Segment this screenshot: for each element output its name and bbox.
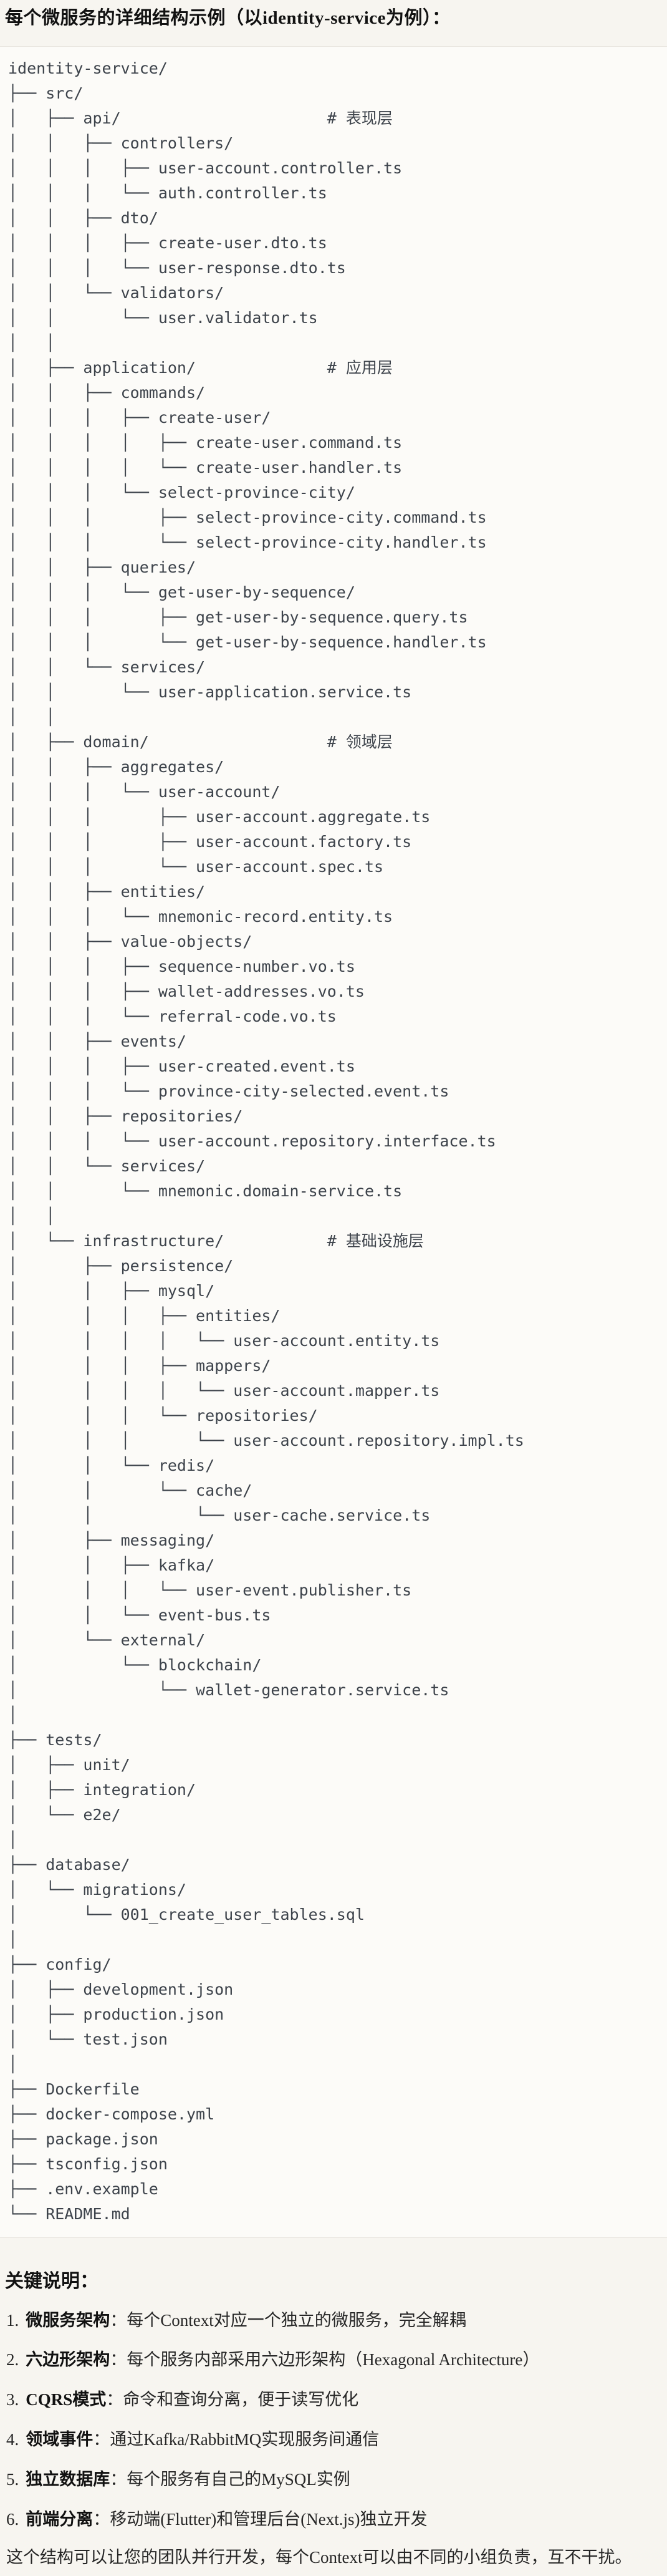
note-term: 前端分离: [26, 2509, 94, 2529]
note-number: 1.: [6, 2310, 19, 2330]
note-description: ：移动端(Flutter)和管理后台(Next.js)独立开发: [93, 2509, 428, 2529]
closing-paragraph: 这个结构可以让您的团队并行开发，每个Context可以由不同的小组负责，互不干扰…: [6, 2548, 632, 2567]
note-item-1: 1. 微服务架构：每个Context对应一个独立的微服务，完全解耦: [5, 2309, 662, 2333]
note-term: 领域事件: [26, 2430, 94, 2449]
note-description: ：每个服务有自己的MySQL实例: [110, 2469, 350, 2489]
key-notes-heading: 关键说明：: [5, 2270, 98, 2292]
note-item-2: 2. 六边形架构：每个服务内部采用六边形架构（Hexagonal Architec…: [5, 2348, 662, 2372]
note-number: 4.: [6, 2430, 19, 2449]
directory-tree-code-block: identity-service/ ├── src/ │ ├── api/ # …: [0, 46, 667, 2238]
note-description: ：通过Kafka/RabbitMQ实现服务间通信: [93, 2430, 380, 2449]
note-item-4: 4. 领域事件：通过Kafka/RabbitMQ实现服务间通信: [5, 2428, 662, 2452]
page-title: 每个微服务的详细结构示例（以identity-service为例）：: [5, 8, 451, 28]
note-item-6: 6. 前端分离：移动端(Flutter)和管理后台(Next.js)独立开发: [5, 2508, 662, 2532]
note-item-3: 3. CQRS模式：命令和查询分离，便于读写优化: [5, 2388, 662, 2412]
note-number: 3.: [6, 2390, 19, 2409]
note-term: 独立数据库: [26, 2469, 110, 2489]
note-term: CQRS模式: [26, 2390, 107, 2409]
note-number: 6.: [6, 2509, 19, 2529]
key-notes-section: 关键说明： 1. 微服务架构：每个Context对应一个独立的微服务，完全解耦 2…: [0, 2265, 667, 2570]
note-description: ：每个服务内部采用六边形架构（Hexagonal Architecture）: [110, 2350, 540, 2370]
note-item-5: 5. 独立数据库：每个服务有自己的MySQL实例: [5, 2468, 662, 2492]
note-term: 微服务架构: [26, 2310, 110, 2330]
note-number: 2.: [6, 2350, 19, 2370]
note-description: ：命令和查询分离，便于读写优化: [106, 2390, 359, 2409]
note-description: ：每个Context对应一个独立的微服务，完全解耦: [110, 2310, 466, 2330]
note-term: 六边形架构: [26, 2350, 110, 2370]
directory-tree: identity-service/ ├── src/ │ ├── api/ # …: [8, 59, 524, 2223]
note-number: 5.: [6, 2469, 19, 2489]
